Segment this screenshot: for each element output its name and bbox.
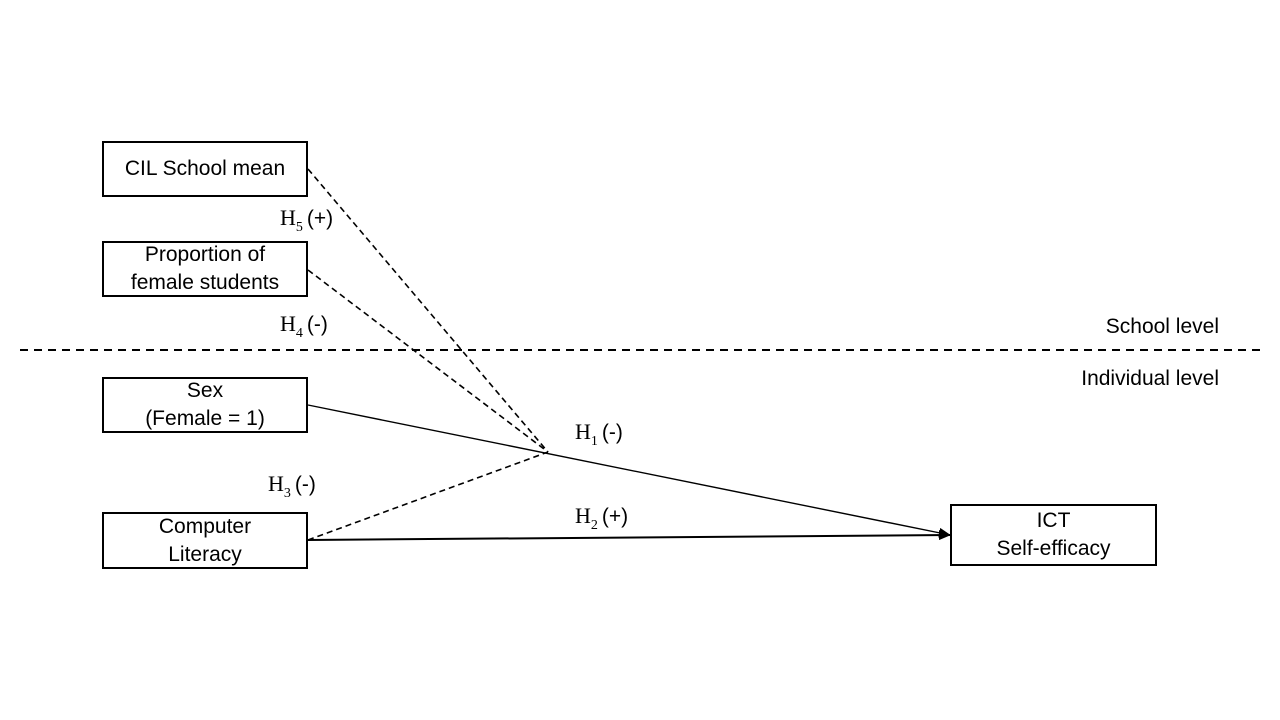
computer-literacy-label-line2: Literacy bbox=[168, 542, 242, 566]
proportion-female-label-line2: female students bbox=[130, 271, 280, 294]
ict-self-efficacy-label-line2: Self-efficacy bbox=[996, 537, 1111, 560]
ict-self-efficacy-label-line1: ICT bbox=[1036, 509, 1071, 532]
hypothesis-2-label: H2(+) bbox=[575, 503, 629, 533]
cil-school-mean-box: CIL School mean bbox=[102, 141, 308, 197]
proportion-female-moderation-path bbox=[307, 269, 549, 453]
computer-literacy-to-ict-path bbox=[307, 530, 951, 541]
computer-literacy-moderation-path bbox=[307, 451, 549, 541]
computer-literacy-box: Computer Literacy bbox=[102, 512, 308, 569]
sex-box: Sex (Female = 1) bbox=[102, 377, 308, 433]
hypothesis-4-label: H4(-) bbox=[280, 311, 328, 341]
sex-label-line1: Sex bbox=[186, 379, 224, 402]
school-level-label: School level bbox=[1105, 315, 1219, 338]
proportion-female-label-line1: Proportion of bbox=[144, 243, 266, 266]
sex-label-line2: (Female = 1) bbox=[145, 407, 265, 430]
hypothesis-3-label: H3(-) bbox=[268, 471, 316, 501]
hypothesis-1-label: H1(-) bbox=[575, 419, 623, 449]
proportion-female-students-box: Proportion of female students bbox=[102, 241, 308, 297]
ict-self-efficacy-box: ICT Self-efficacy bbox=[950, 504, 1157, 566]
hypothesis-5-label: H5(+) bbox=[280, 205, 334, 235]
individual-level-label: Individual level bbox=[1081, 367, 1219, 390]
sex-to-ict-path bbox=[307, 404, 951, 538]
cil-school-mean-label: CIL School mean bbox=[124, 157, 286, 180]
computer-literacy-label-line1: Computer bbox=[158, 514, 252, 538]
cil-school-mean-moderation-path bbox=[307, 168, 549, 453]
